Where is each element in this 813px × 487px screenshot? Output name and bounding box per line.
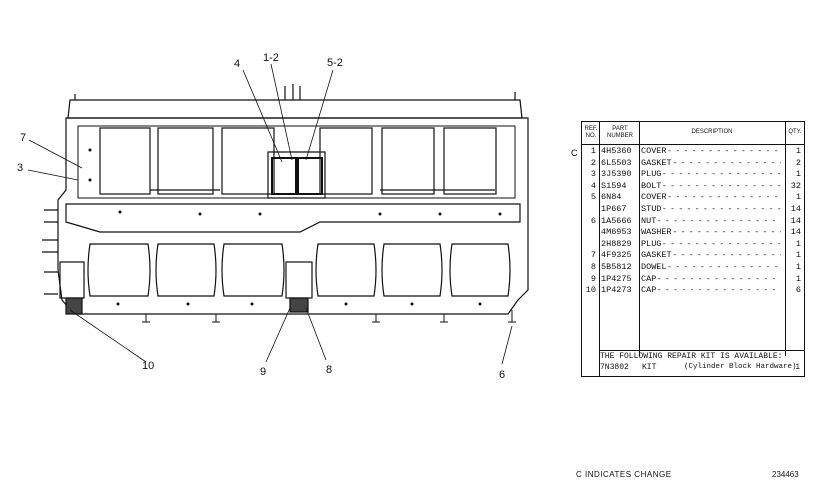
description-cell: BOLT [641,180,662,191]
callout-6: 6 [499,369,506,381]
leader-dots: - - - - - - - - - - - - - - - - - - - - … [656,273,781,284]
table-row: 1P667 STUD 14 - - - - - - - - - - - - - - -… [582,204,804,216]
callout-7: 7 [20,132,27,144]
description-cell: CAP [641,285,657,296]
table-row: 8 5B5812 DOWEL 1 - - - - - - - - - - - - - -… [582,262,804,274]
ref-no-cell: 3 [590,169,596,180]
qty-cell: 1 [795,146,801,156]
leader-dots: - - - - - - - - - - - - - - - - - - - - … [667,192,781,203]
part-number-cell: 4F9325 [601,250,632,261]
table-row: 6 1A5666 NUT 14 - - - - - - - - - - - - - - … [582,216,804,228]
leader-dots: - - - - - - - - - - - - - - - - - - - - … [667,146,781,156]
ref-no-cell: 1 [590,146,596,156]
qty-cell: 14 [790,204,801,214]
callout-10: 10 [142,360,155,372]
header-description: DESCRIPTION [691,129,733,135]
callout-5-2: 5-2 [327,57,343,69]
qty-cell: 14 [790,215,801,226]
part-number-cell: 5B5812 [601,262,632,272]
leader-dots: - - - - - - - - - - - - - - - - - - - - … [656,285,781,296]
callout-4: 4 [234,58,241,70]
part-number-cell: 4H5360 [601,146,632,156]
part-number-cell: 1P4275 [601,273,632,284]
qty-cell: 14 [790,227,801,238]
part-number-cell: S1594 [601,180,627,191]
callout-1-2: 1-2 [263,52,279,64]
header-part-number: PART NUMBER [606,126,633,139]
leader-dots: - - - - - - - - - - - - - - - - - - - - … [672,157,781,168]
callout-8: 8 [326,364,333,376]
description-cell: STUD [641,204,662,214]
table-row: 2H8829 PLUG 1 - - - - - - - - - - - - - - -… [582,239,804,251]
kit-part-number: 7N3802 [600,363,629,372]
part-number-cell: 1P667 [601,204,627,214]
qty-cell: 32 [790,180,801,191]
description-cell: WASHER [641,227,672,238]
leader-dots: - - - - - - - - - - - - - - - - - - - - … [661,180,781,191]
description-cell: COVER [641,146,667,156]
qty-cell: 1 [795,273,801,284]
qty-cell: 2 [795,157,801,168]
change-indicator: C [571,148,578,158]
leader-dots: - - - - - - - - - - - - - - - - - - - - … [672,250,781,261]
part-number-cell: 1P4273 [601,285,632,296]
header-qty: QTY. [788,129,802,135]
leader-dots: - - - - - - - - - - - - - - - - - - - - … [661,169,781,180]
table-row: 4M6953 WASHER 14 - - - - - - - - - - - - - … [582,227,804,239]
table-row: 9 1P4275 CAP 1 - - - - - - - - - - - - - - -… [582,274,804,286]
leader-dots: - - - - - - - - - - - - - - - - - - - - … [656,215,781,226]
part-number-cell: 4M6953 [601,227,632,238]
ref-no-cell: 8 [590,262,596,272]
leader-dots: - - - - - - - - - - - - - - - - - - - - … [661,204,781,214]
description-cell: NUT [641,215,657,226]
ref-no-cell: 7 [590,250,596,261]
plate-number: 234463 [772,470,799,479]
ref-no-cell: 2 [590,157,596,168]
part-number-cell: 3J5390 [601,169,632,180]
leader-dots: - - - - - - - - - - - - - - - - - - - - … [667,262,781,272]
table-header: REF. NO. PART NUMBER DESCRIPTION QTY. [582,122,804,145]
description-cell: PLUG [641,169,662,180]
qty-cell: 1 [795,262,801,272]
ref-no-cell: 4 [590,180,596,191]
qty-cell: 1 [795,238,801,249]
part-number-cell: 6L5503 [601,157,632,168]
description-cell: GASKET [641,250,672,261]
description-cell: CAP [641,273,657,284]
kit-heading: THE FOLLOWING REPAIR KIT IS AVAILABLE: [600,352,783,361]
kit-detail: (Cylinder Block Hardware) [684,363,797,371]
table-row: 1 4H5360 COVER 1 - - - - - - - - - - - - - -… [582,146,804,158]
callout-3: 3 [17,162,24,174]
ref-no-cell: 10 [585,285,596,296]
table-row: 7 4F9325 GASKET 1 - - - - - - - - - - - - - … [582,250,804,262]
ref-no-cell: 6 [590,215,596,226]
leader-dots: - - - - - - - - - - - - - - - - - - - - … [661,238,781,249]
header-ref-no: REF. NO. [584,126,598,139]
ref-no-cell: 9 [590,273,596,284]
description-cell: GASKET [641,157,672,168]
callout-9: 9 [260,366,267,378]
qty-cell: 1 [795,192,801,203]
table-row: 2 6L5503 GASKET 2 - - - - - - - - - - - - - … [582,158,804,170]
description-cell: DOWEL [641,262,667,272]
table-row: 5 6N84 COVER 1 - - - - - - - - - - - - - - -… [582,192,804,204]
qty-cell: 6 [795,285,801,296]
leader-dots: - - - - - - - - - - - - - - - - - - - - … [672,227,781,238]
part-number-cell: 2H8829 [601,238,632,249]
table-row: 4 S1594 BOLT 32 - - - - - - - - - - - - - - … [582,181,804,193]
ref-no-cell: 5 [590,192,596,203]
kit-description: KIT [642,363,657,372]
part-number-cell: 6N84 [601,192,622,203]
description-cell: COVER [641,192,667,203]
kit-qty: 1 [795,363,800,372]
change-note: C INDICATES CHANGE [576,470,672,479]
qty-cell: 1 [795,169,801,180]
qty-cell: 1 [795,250,801,261]
table-row: 3 3J5390 PLUG 1 - - - - - - - - - - - - - - … [582,169,804,181]
description-cell: PLUG [641,238,662,249]
part-number-cell: 1A5666 [601,215,632,226]
table-row: 10 1P4273 CAP 6 - - - - - - - - - - - - - - … [582,285,804,297]
